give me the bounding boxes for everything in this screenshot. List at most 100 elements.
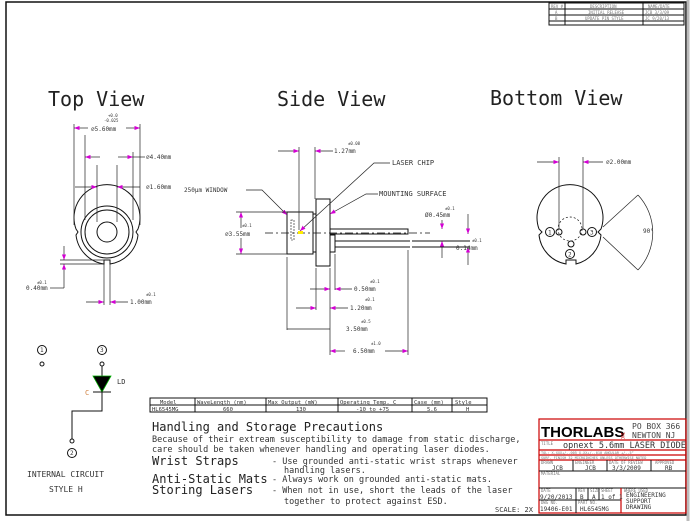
scale-label: SCALE: 2X — [495, 506, 534, 514]
item-text: - Always work on grounded anti-static ma… — [272, 475, 492, 485]
tol: ±0.08 — [348, 141, 361, 146]
td-model: HL6545MG — [152, 407, 179, 413]
side-view: 250µm WINDOW LASER CHIP MOUNTING SURFACE… — [184, 141, 482, 355]
top-view: ⌀5.60mm +0.0 -0.025 ⌀4.40mm ⌀1.60mm ±0.1… — [26, 113, 172, 306]
c-label: C — [85, 389, 89, 397]
drawn-value: JCB — [552, 465, 563, 472]
date-review-label: DATE OF REVIEW — [609, 460, 643, 465]
part-label: PART NO. — [578, 500, 597, 505]
dwg-value: 19406-E01 — [540, 506, 573, 513]
dim-1-27: 1.27mm — [334, 148, 356, 155]
rev-desc: INITIAL RELEASE — [588, 10, 625, 15]
rev-namedate: JCB 3/3/09 — [645, 10, 670, 15]
sheet-label: SHEET — [601, 488, 614, 493]
tol: +0.0 — [108, 113, 118, 118]
dim-3-50: 3.50mm — [346, 326, 368, 333]
pin-1-label: 1 — [548, 230, 552, 237]
part-value: HL6545MG — [580, 506, 609, 513]
date-label: DATE — [541, 488, 551, 493]
tol: ±1.0 — [371, 341, 381, 346]
th-case: Case (mm) — [414, 400, 444, 406]
where-used: ENGINEERING — [626, 492, 666, 499]
pin-3-label: 3 — [590, 230, 594, 237]
item-label: Storing Lasers — [152, 483, 253, 497]
td-case: 5.6 — [427, 407, 437, 413]
tol: ±0.1 — [472, 238, 482, 243]
dwg-label: DWG NO. — [541, 500, 558, 505]
laser-chip-marker — [298, 231, 303, 234]
address-line: NEWTON NJ — [632, 431, 675, 440]
name-date-header: NAME/DATE — [648, 4, 670, 9]
rev-cell: B — [555, 16, 558, 21]
where-used: SUPPORT — [626, 498, 652, 505]
label-mounting-surface: MOUNTING SURFACE — [379, 190, 446, 198]
drawing-title: opnext 5.6mm LASER DIODE — [563, 441, 686, 451]
dim-1-20: 1.20mm — [350, 305, 372, 312]
address-line: PO BOX 366 — [632, 422, 680, 431]
rev-header: REV # — [551, 4, 564, 9]
bottom-view-title: Bottom View — [490, 86, 623, 110]
date-review-value: 3/3/2009 — [612, 465, 641, 472]
tolerance-note: TOL: X.XXX+/-.005 X.XX+/-.010 ANGULAR +/… — [541, 451, 634, 455]
item-text: - Use grounded anti-static wrist straps … — [272, 457, 518, 467]
th-output: Max Output (mW) — [268, 400, 318, 406]
tol: ±0.1 — [242, 223, 252, 228]
size-value: A — [592, 494, 596, 501]
label-laser-chip: LASER CHIP — [392, 159, 434, 167]
diode-icon — [92, 375, 112, 393]
desc-header: DESCRIPTION — [590, 4, 617, 9]
tol: ±0.1 — [37, 280, 47, 285]
dim-0-50: 0.50mm — [354, 286, 376, 293]
dim-1-00: 1.00mm — [130, 299, 152, 306]
sheet-value: 1 of 1 — [601, 494, 623, 501]
dim-0-40: 0.40mm — [26, 285, 48, 292]
dim-2-00: ⌀2.00mm — [606, 159, 632, 166]
precautions-intro: Because of their extream susceptibility … — [152, 435, 520, 445]
dim-6-50: 6.50mm — [353, 348, 375, 355]
td-output: 130 — [296, 407, 306, 413]
top-view-title: Top View — [48, 87, 145, 111]
dim-90-deg: 90° — [643, 228, 654, 235]
precautions: Handling and Storage Precautions Because… — [152, 420, 520, 507]
size-label: SIZE — [590, 488, 600, 493]
rev-cell: A — [555, 10, 558, 15]
drawn-label: DRAWN — [541, 460, 554, 465]
item-text: - When not in use, short the leads of th… — [272, 486, 513, 496]
date-value: 9/20/2013 — [540, 494, 573, 501]
precautions-intro: care should be taken whenever handling a… — [152, 445, 490, 455]
item-label: Wrist Straps — [152, 454, 239, 468]
dim-1-60: ⌀1.60mm — [146, 184, 172, 191]
material-label: MATERIAL — [541, 471, 561, 476]
thorlabs-logo: THORLABS — [541, 424, 624, 441]
item-text: handling lasers. — [284, 466, 366, 476]
td-temp: -10 to +75 — [356, 407, 389, 413]
side-view-title: Side View — [277, 87, 386, 111]
approved-label: APPROVED — [655, 460, 675, 465]
dim-0-14: 0.14mm — [456, 245, 478, 252]
circuit-pin-3: 3 — [100, 347, 104, 354]
circuit-caption: INTERNAL CIRCUIT — [27, 470, 104, 479]
th-wavelength: WaveLength (nm) — [197, 400, 247, 406]
rev-value: B — [580, 494, 584, 501]
th-temp: Operating Temp. C — [340, 400, 396, 406]
item-label: Anti-Static Mats — [152, 472, 268, 486]
engineer-label: ENGINEER — [575, 460, 595, 465]
rev-label: REV — [578, 488, 586, 493]
logo-inc: INC — [620, 432, 625, 440]
dim-4-40: ⌀4.40mm — [146, 154, 172, 161]
dim-5-60: ⌀5.60mm — [91, 126, 117, 133]
dim-3-55: ⌀3.55mm — [225, 231, 251, 238]
tol: ±0.5 — [361, 319, 371, 324]
td-style: H — [466, 407, 469, 413]
th-model: Model — [160, 400, 177, 406]
tol: ±0.1 — [445, 206, 455, 211]
title-block: THORLABS INC PO BOX 366 NEWTON NJ TITLE … — [538, 418, 687, 514]
dim-0-45: Ø0.45mm — [425, 212, 451, 219]
tol: ±0.1 — [146, 292, 156, 297]
drawing-frame — [5, 1, 687, 516]
precautions-title: Handling and Storage Precautions — [152, 420, 383, 434]
tol: -0.025 — [104, 118, 119, 123]
rev-desc: UPDATE PIN STYLE — [585, 16, 624, 21]
